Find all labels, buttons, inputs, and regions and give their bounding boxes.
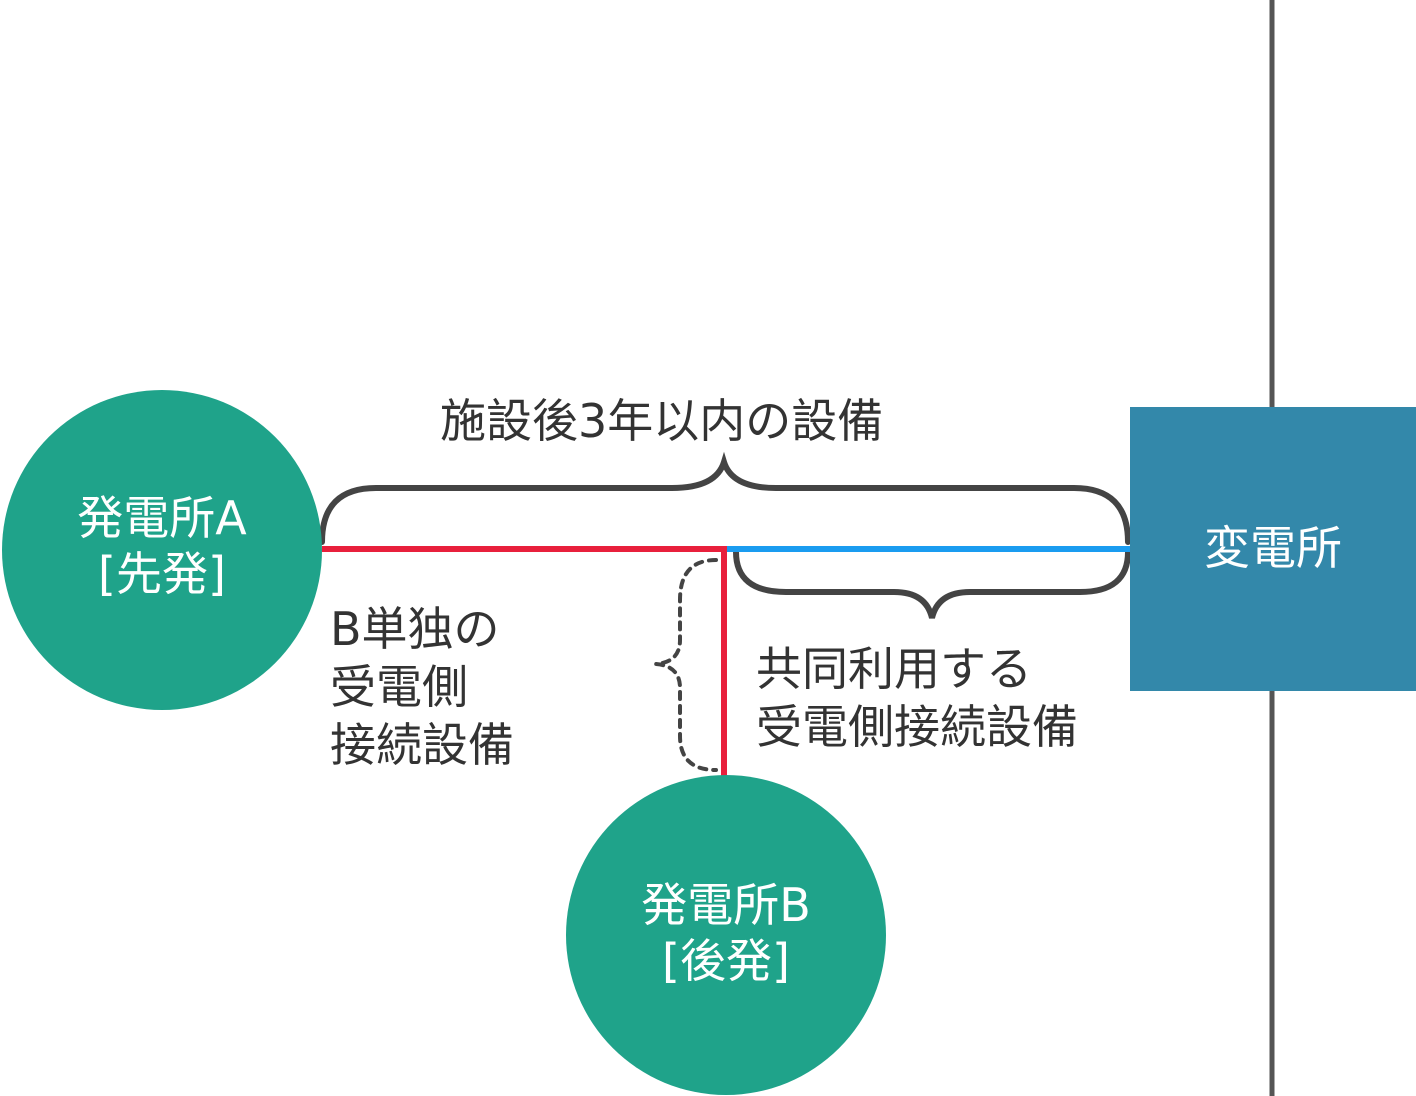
station-a-note: [先発] bbox=[98, 547, 226, 601]
b-only-brace bbox=[655, 558, 718, 772]
substation-box bbox=[1130, 407, 1416, 691]
top-brace bbox=[319, 451, 1131, 545]
station-b-name: 発電所B bbox=[641, 878, 811, 932]
shared-label: 共同利用する 受電側接続設備 bbox=[756, 640, 1078, 756]
shared-line-2: 受電側接続設備 bbox=[756, 700, 1078, 754]
b-only-label: B単独の 受電側 接続設備 bbox=[330, 600, 514, 774]
shared-line-1: 共同利用する bbox=[756, 642, 1032, 696]
station-a-name: 発電所A bbox=[77, 491, 247, 545]
top-brace-label: 施設後3年以内の設備 bbox=[440, 394, 884, 448]
b-only-line-3: 接続設備 bbox=[330, 718, 514, 772]
b-only-line-1: B単独の bbox=[330, 602, 500, 656]
b-only-line-2: 受電側 bbox=[330, 660, 468, 714]
station-a-label: 発電所A [先発] bbox=[2, 490, 322, 602]
station-b-circle bbox=[566, 775, 886, 1095]
station-b-label: 発電所B [後発] bbox=[566, 877, 886, 989]
substation-label: 変電所 bbox=[1204, 521, 1342, 575]
shared-brace bbox=[733, 549, 1131, 619]
station-a-circle bbox=[2, 390, 322, 710]
station-b-note: [後発] bbox=[662, 934, 790, 988]
